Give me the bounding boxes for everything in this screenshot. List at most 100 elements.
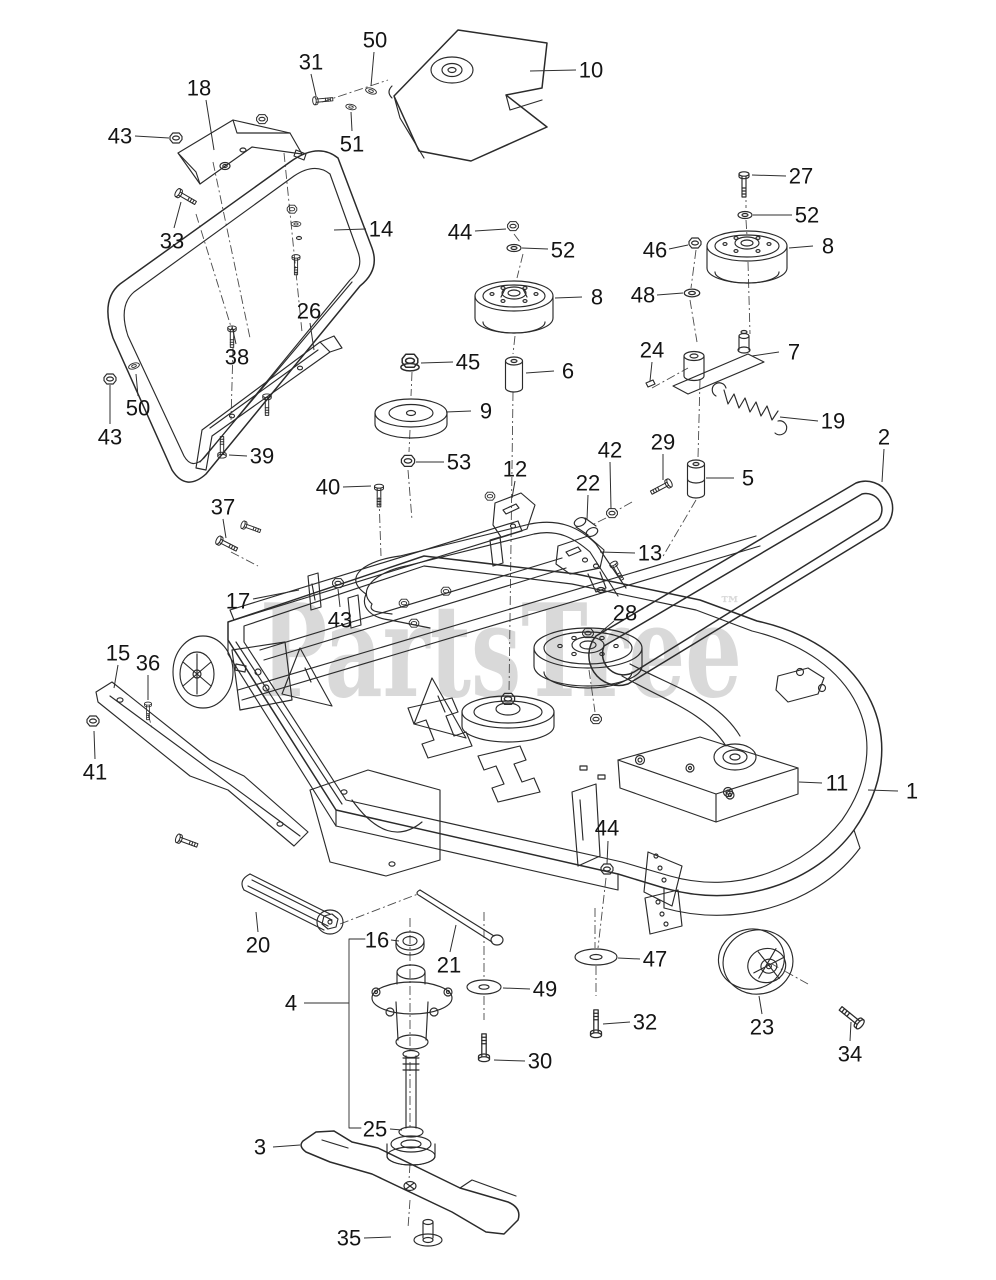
callout-2[interactable]: 2 [878, 425, 890, 450]
callout-leader-12 [511, 480, 516, 499]
callout-49[interactable]: 49 [533, 977, 557, 1002]
callout-leader-33 [173, 201, 182, 229]
lock-nut [606, 508, 618, 519]
nut-washer [400, 454, 416, 468]
callout-28[interactable]: 28 [613, 601, 637, 626]
callout-7[interactable]: 7 [788, 340, 800, 365]
callout-51[interactable]: 51 [340, 132, 364, 157]
gauge-wheel-right [717, 928, 794, 995]
callout-14[interactable]: 14 [369, 217, 393, 242]
callout-leader-49 [502, 987, 531, 990]
callout-31[interactable]: 31 [299, 50, 323, 75]
callout-45[interactable]: 45 [456, 350, 480, 375]
callout-leader-21 [449, 924, 457, 953]
callout-11[interactable]: 11 [826, 771, 849, 796]
callout-29[interactable]: 29 [651, 430, 675, 455]
idler-pulley [706, 230, 788, 284]
callout-5[interactable]: 5 [742, 466, 754, 491]
callout-34[interactable]: 34 [838, 1042, 862, 1067]
callout-leader-47 [617, 957, 641, 960]
callout-40[interactable]: 40 [316, 475, 340, 500]
callout-42[interactable]: 42 [598, 438, 622, 463]
callout-4[interactable]: 4 [285, 991, 297, 1016]
callout-leader-45 [420, 361, 454, 364]
callout-leader-39 [228, 454, 248, 457]
callout-37[interactable]: 37 [211, 495, 235, 520]
callout-3[interactable]: 3 [254, 1135, 266, 1160]
callout-43[interactable]: 43 [98, 425, 122, 450]
spindle-assembly [371, 931, 453, 1166]
callout-leader-31 [310, 73, 317, 97]
callout-36[interactable]: 36 [136, 651, 160, 676]
callout-50[interactable]: 50 [126, 396, 150, 421]
callout-12[interactable]: 12 [503, 457, 527, 482]
callout-8[interactable]: 8 [822, 234, 834, 259]
callout-27[interactable]: 27 [789, 164, 813, 189]
callout-53[interactable]: 53 [447, 450, 471, 475]
callout-leader-23 [758, 995, 763, 1015]
spacer [504, 356, 524, 393]
callout-8[interactable]: 8 [591, 285, 603, 310]
assembly-alignment-lines [147, 79, 809, 1229]
callout-50[interactable]: 50 [363, 28, 387, 53]
callout-43[interactable]: 43 [108, 124, 132, 149]
callout-10[interactable]: 10 [579, 58, 603, 83]
callout-32[interactable]: 32 [633, 1010, 657, 1035]
bushing [573, 517, 599, 537]
callout-leader-8 [554, 296, 583, 299]
callout-52[interactable]: 52 [551, 238, 575, 263]
diagram-line-art [86, 29, 894, 1247]
callout-13[interactable]: 13 [638, 541, 662, 566]
washer-large [574, 948, 618, 966]
front-spindle-pulley [461, 692, 555, 743]
watermark: PartsTree ™ [260, 577, 742, 727]
belt-cover [388, 29, 548, 162]
callout-47[interactable]: 47 [643, 947, 667, 972]
callout-26[interactable]: 26 [297, 299, 321, 324]
callout-25[interactable]: 25 [363, 1117, 387, 1142]
callout-44[interactable]: 44 [595, 816, 619, 841]
callout-24[interactable]: 24 [640, 338, 664, 363]
callout-leader-16 [390, 939, 400, 942]
callout-43[interactable]: 43 [328, 608, 352, 633]
callout-leader-32 [602, 1021, 631, 1025]
callout-52[interactable]: 52 [795, 203, 819, 228]
callout-41[interactable]: 41 [83, 760, 107, 785]
callout-leader-48 [656, 292, 684, 296]
rear-support-bar [195, 335, 343, 471]
callout-23[interactable]: 23 [750, 1015, 774, 1040]
callout-leader-19 [779, 416, 819, 422]
callout-leader-52 [521, 247, 549, 250]
callout-33[interactable]: 33 [160, 229, 184, 254]
lock-nut [103, 373, 117, 385]
callout-44[interactable]: 44 [448, 220, 472, 245]
callout-leader-40 [342, 485, 372, 488]
callout-1[interactable]: 1 [906, 779, 918, 804]
callout-18[interactable]: 18 [187, 76, 211, 101]
mower-blade [300, 1130, 520, 1235]
anti-scalp-roller [241, 873, 344, 935]
callout-22[interactable]: 22 [576, 471, 600, 496]
callout-21[interactable]: 21 [437, 953, 461, 978]
callout-39[interactable]: 39 [250, 444, 274, 469]
callout-9[interactable]: 9 [480, 399, 492, 424]
callout-30[interactable]: 30 [528, 1049, 552, 1074]
callout-15[interactable]: 15 [106, 641, 130, 666]
hex-bolt [173, 187, 199, 208]
callout-leader-14 [333, 228, 367, 231]
callout-20[interactable]: 20 [246, 933, 270, 958]
callout-19[interactable]: 19 [821, 409, 845, 434]
callout-6[interactable]: 6 [562, 359, 574, 384]
gauge-wheel-left [172, 635, 293, 711]
callout-46[interactable]: 46 [643, 238, 667, 263]
callout-leader-24 [649, 361, 653, 382]
callout-leader-11 [798, 781, 823, 784]
callout-leader-35 [363, 1236, 392, 1239]
callout-35[interactable]: 35 [337, 1226, 361, 1251]
callout-38[interactable]: 38 [225, 345, 249, 370]
callout-17[interactable]: 17 [226, 589, 250, 614]
watermark-text: PartsTree [260, 577, 742, 727]
callout-16[interactable]: 16 [365, 928, 389, 953]
callout-48[interactable]: 48 [631, 283, 655, 308]
